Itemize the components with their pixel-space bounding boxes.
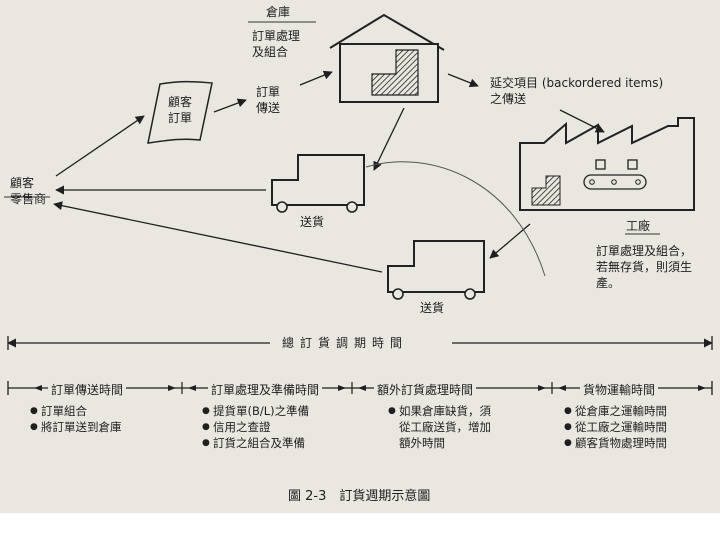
phase-list-processing: 提貨單(B/L)之準備 信用之查證 訂貨之組合及準備 xyxy=(202,403,309,451)
phase-list-extra: 如果倉庫缺貨，須 從工廠送貨，增加 額外時間 xyxy=(388,403,491,451)
factory-process-line1: 訂單處理及組合， xyxy=(596,244,693,258)
list-item: 從倉庫之運輸時間 xyxy=(564,403,667,419)
customer-order-line1: 顧客 xyxy=(168,95,193,109)
order-cycle-diagram xyxy=(4,13,713,395)
phase-label-transmission: 訂單傳送時間 xyxy=(48,381,127,398)
customer-order-line2: 訂單 xyxy=(168,111,193,125)
factory-process-label: 訂單處理及組合， 若無存貨，則須生 產。 xyxy=(596,243,692,291)
warehouse-title: 倉庫 xyxy=(266,5,291,19)
list-item: 訂單組合 xyxy=(30,403,122,419)
arrow-customer-to-order xyxy=(55,115,145,177)
total-cycle-timeline xyxy=(7,336,713,350)
truck-lower xyxy=(387,240,485,300)
order-transmission-line1: 訂單 xyxy=(256,85,281,99)
customer-label: 顧客 零售商 xyxy=(10,175,46,207)
warehouse-process-line1: 訂單處理 xyxy=(252,29,301,43)
list-item: 額外時間 xyxy=(399,436,445,450)
list-item: 提貨單(B/L)之準備 xyxy=(202,403,309,419)
order-transmission-label: 訂單 傳送 xyxy=(256,84,280,116)
list-item: 訂貨之組合及準備 xyxy=(202,435,309,451)
backorder-line2: 之傳送 xyxy=(490,92,527,106)
customer-label-line2: 零售商 xyxy=(10,192,47,206)
backorder-line1: 延交項目 (backordered items) xyxy=(490,76,664,90)
truck-lower-label: 送貨 xyxy=(420,301,445,315)
warehouse-process-label: 訂單處理 及組合 xyxy=(252,28,300,60)
list-item: 如果倉庫缺貨，須 xyxy=(388,403,491,419)
list-item: 信用之查證 xyxy=(202,419,309,435)
phase-label-extra: 額外訂貨處理時間 xyxy=(374,381,477,398)
arrow-truck-lower-to-customer xyxy=(53,201,383,273)
customer-label-line1: 顧客 xyxy=(10,176,35,190)
total-cycle-label: 總訂貨調期時間 xyxy=(282,336,409,350)
phase-label-transport: 貨物運輸時間 xyxy=(580,381,659,398)
warehouse-process-line2: 及組合 xyxy=(252,45,289,59)
arrow-factory-to-truck xyxy=(489,223,531,259)
list-item: 從工廠送貨，增加 xyxy=(399,420,491,434)
list-item: 從工廠之運輸時間 xyxy=(564,419,667,435)
warehouse-building xyxy=(329,13,445,103)
figure-caption: 圖 2-3 訂貨週期示意圖 xyxy=(288,489,431,504)
factory-title: 工廠 xyxy=(626,219,651,233)
factory-process-line3: 產。 xyxy=(596,276,621,290)
customer-order-sheet xyxy=(147,80,213,144)
dispatch-curve xyxy=(365,161,546,277)
order-transmission-line2: 傳送 xyxy=(256,101,281,115)
list-item: 顧客貨物處理時間 xyxy=(564,435,667,451)
customer-order-label: 顧客 訂單 xyxy=(168,94,192,126)
figure-page: 顧客 零售商 顧客 訂單 訂單 傳送 倉庫 訂單處理 及組合 延交項目 (bac… xyxy=(0,0,720,513)
factory-process-line2: 若無存貨，則須生 xyxy=(596,260,693,274)
truck-upper-label: 送貨 xyxy=(300,215,325,229)
arrow-backorder-to-factory xyxy=(559,109,605,133)
arrow-warehouse-to-truck xyxy=(373,107,405,171)
truck-upper xyxy=(271,154,365,213)
list-item: 將訂單送到倉庫 xyxy=(30,419,122,435)
phase-list-transmission: 訂單組合 將訂單送到倉庫 xyxy=(30,403,122,435)
phase-list-transport: 從倉庫之運輸時間 從工廠之運輸時間 顧客貨物處理時間 xyxy=(564,403,667,451)
arrow-transmission-to-warehouse xyxy=(299,70,333,86)
arrow-warehouse-to-backorder xyxy=(447,73,479,88)
factory-building xyxy=(519,117,695,211)
arrow-order-to-transmission xyxy=(213,98,247,113)
phase-label-processing: 訂單處理及準備時間 xyxy=(208,381,323,398)
backorder-label: 延交項目 (backordered items) 之傳送 xyxy=(490,75,663,107)
